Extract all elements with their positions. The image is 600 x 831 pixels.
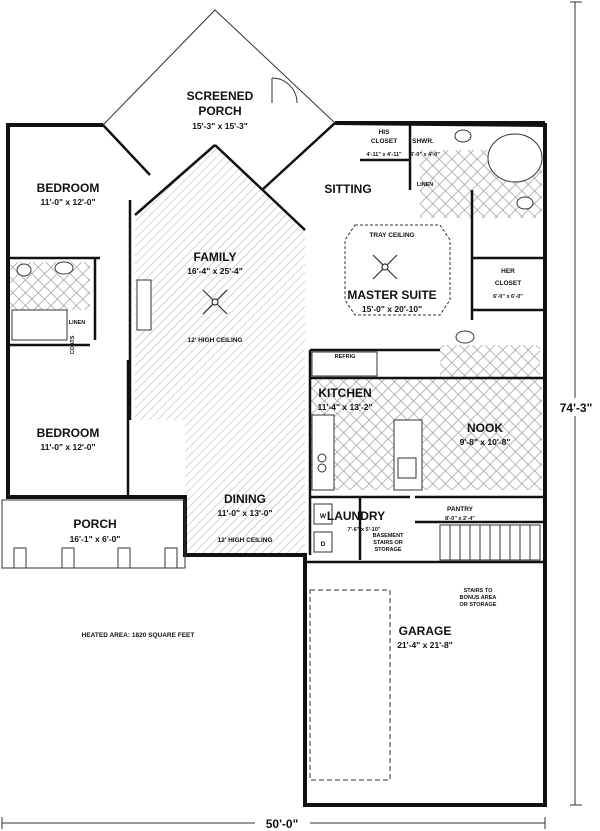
his-closet-label-2: CLOSET [371, 138, 397, 145]
stairs [439, 524, 541, 561]
width-dim-bg [255, 815, 310, 829]
master-suite-label: MASTER SUITE [347, 288, 436, 302]
laundry-dims: 7'-6" x 5'-10" [348, 527, 381, 533]
bedroom-top-label: BEDROOM [37, 181, 100, 195]
master-sink-2 [455, 330, 475, 344]
garage-dims: 21'-4" x 21'-8" [397, 640, 453, 650]
fireplace [136, 279, 152, 331]
master-toilet [516, 196, 534, 210]
refrigerator-space [311, 351, 378, 377]
garage-label: GARAGE [399, 624, 452, 638]
family-angled-wall-right [214, 144, 306, 231]
nook-dims: 9'-8" x 10'-8" [460, 437, 511, 447]
sitting-diag [261, 122, 336, 191]
screened-porch-door-arc [271, 77, 298, 104]
master-bath-floor-2 [440, 345, 540, 377]
family-dims: 16'-4" x 25'-4" [187, 266, 243, 276]
overall-width-label: 50'-0" [266, 817, 299, 831]
refrig-label: REFRIG [335, 354, 356, 360]
bonus-stairs-note-3: OR STORAGE [460, 602, 497, 608]
dining-ceiling-note: 12' HIGH CEILING [218, 537, 273, 544]
overall-depth-label: 74'-3" [560, 401, 593, 415]
basement-stairs-note-1: BASEMENT [373, 533, 405, 539]
garage-door-track [309, 589, 391, 781]
bedroom-top-dims: 11'-0" x 12'-0" [40, 197, 95, 207]
porch-column [117, 547, 131, 569]
nook-label: NOOK [467, 421, 503, 435]
tray-ceiling-outline [344, 224, 451, 316]
porch-dims: 16'-1" x 6'-0" [70, 534, 121, 544]
basement-stairs-note-3: STORAGE [374, 547, 401, 553]
exterior-wall-main [6, 121, 547, 807]
bedroom-top-diag [102, 124, 151, 176]
porch-column [61, 547, 75, 569]
her-closet-label-2: CLOSET [495, 280, 521, 287]
family-ceiling-fan-icon [202, 289, 228, 315]
family-angled-wall-left [134, 144, 216, 216]
hall-sink [54, 261, 74, 275]
hall-bathtub [11, 309, 68, 341]
porch-column [13, 547, 27, 569]
kitchen-label: KITCHEN [318, 386, 371, 400]
her-closet-dims: 6'-0" x 6'-0" [493, 294, 523, 300]
master-ceiling-fan-icon [372, 254, 398, 280]
kitchen-sink [397, 457, 417, 479]
family-dining-floor [135, 145, 305, 555]
kitchen-island [393, 419, 423, 491]
dining-label: DINING [224, 492, 266, 506]
bonus-stairs-note-2: BONUS AREA [460, 595, 497, 601]
his-closet-label-1: HIS [379, 129, 391, 136]
porch-column [164, 547, 178, 569]
stove-burner [317, 463, 327, 473]
family-ceiling-note: 12' HIGH CEILING [188, 337, 243, 344]
front-porch [1, 499, 186, 569]
laundry-label: LAUNDRY [327, 509, 385, 523]
screened-porch-outline [102, 9, 336, 126]
pantry-label: PANTRY [447, 506, 474, 513]
washer-label: W [320, 513, 327, 520]
family-label: FAMILY [194, 250, 237, 264]
stove-burner [317, 453, 327, 463]
tray-ceiling-note: TRAY CEILING [369, 232, 414, 239]
hall-toilet [16, 263, 32, 277]
sitting-label: SITTING [324, 182, 371, 196]
master-suite-dims: 15'-0" x 20'-10" [362, 304, 422, 314]
bedroom-bottom-label: BEDROOM [37, 426, 100, 440]
linen-master-label: LINEN [417, 182, 434, 188]
screened-porch-label-1: SCREENED [187, 89, 254, 103]
her-closet-label-1: HER [501, 268, 515, 275]
basement-stairs-note-2: STAIRS OR [373, 540, 403, 546]
master-tub [487, 133, 543, 183]
coats-label: COATS [70, 335, 76, 354]
heated-area-note: HEATED AREA: 1820 SQUARE FEET [82, 632, 195, 639]
pantry-dims: 8'-0" x 2'-4" [445, 516, 475, 522]
dryer [313, 531, 333, 553]
shower-label: SHWR. [412, 138, 434, 145]
dining-dims: 11'-0" x 13'-0" [217, 508, 272, 518]
screened-porch-label-2: PORCH [198, 104, 241, 118]
kitchen-counter [311, 414, 335, 491]
bonus-stairs-note-1: STAIRS TO [464, 588, 494, 594]
screened-porch-dims: 15'-3" x 15'-3" [192, 121, 248, 131]
his-closet-dims: 4'-11" x 4'-11" [366, 152, 402, 158]
bedroom-bottom-dims: 11'-0" x 12'-0" [40, 442, 95, 452]
master-sink-1 [454, 129, 472, 143]
porch-label: PORCH [73, 517, 116, 531]
depth-dim-bg [555, 398, 597, 416]
washer [313, 503, 333, 525]
kitchen-nook-floor [310, 378, 542, 490]
kitchen-dims: 11'-4" x 13'-2" [317, 402, 372, 412]
linen-hall-label: LINEN [69, 320, 86, 326]
shower-dims: 3'-0" x 4'-0" [410, 152, 440, 158]
dryer-label: D [321, 541, 326, 548]
